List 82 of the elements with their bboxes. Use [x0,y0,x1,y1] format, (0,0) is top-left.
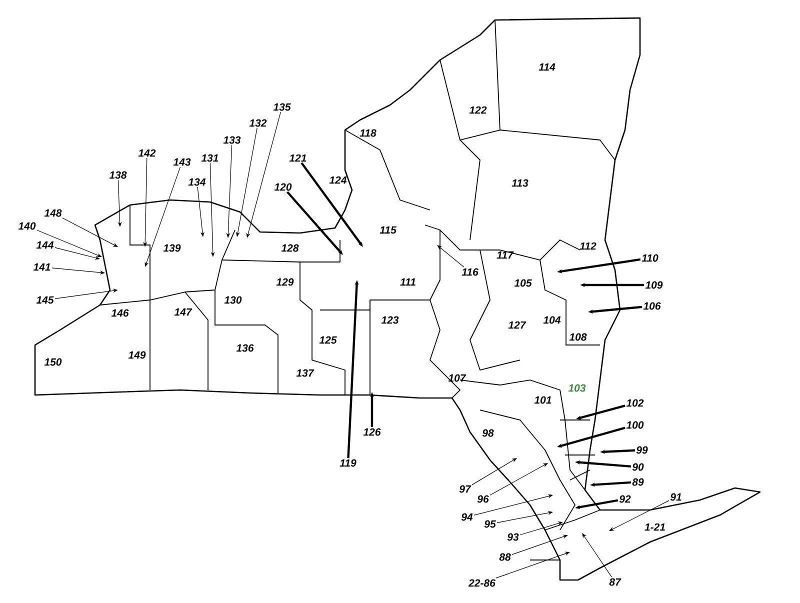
leader-line [54,247,100,260]
district-number: 107 [448,374,466,382]
district-number: 119 [340,459,356,467]
district-number: 22-86 [468,579,496,587]
district-number: 113 [512,179,528,187]
district-number: 95 [484,520,496,528]
district-number: 137 [296,369,314,377]
leader-line [582,533,612,578]
district-number: 120 [274,183,292,191]
district-number: 149 [128,351,146,359]
leader-line [246,112,281,238]
district-number: 93 [507,533,519,541]
district-number: 103 [568,384,586,392]
leader-line [474,494,553,516]
district-number: 112 [580,242,596,250]
district-number: 122 [469,106,487,114]
district-number: 127 [508,321,526,329]
leader-line [512,534,568,555]
district-number: 87 [609,578,622,586]
leader-line [490,463,548,496]
district-number: 109 [645,281,663,289]
district-number: 110 [642,254,658,262]
leader-line [286,191,343,255]
district-number: 114 [538,63,556,71]
district-number: 130 [224,296,242,304]
leader-line [609,500,670,531]
district-number: 143 [173,158,191,166]
district-number: 145 [36,296,54,304]
district-number: 148 [44,209,62,217]
district-number: 96 [477,495,489,503]
district-number: 97 [459,485,472,493]
leader-line [36,230,102,257]
district-number: 125 [319,336,337,344]
district-number: 102 [626,399,644,407]
district-number: 140 [18,222,36,230]
district-number: 144 [36,241,54,249]
district-number: 106 [643,302,661,310]
district-number: 90 [632,463,644,471]
leader-line [144,166,181,267]
district-number: 88 [499,553,511,561]
leader-line [496,552,570,578]
district-number: 99 [636,446,648,454]
district-number: 105 [514,279,532,287]
district-number: 91 [670,493,682,501]
leader-line [520,522,563,536]
district-number: 104 [543,316,561,324]
leader-line [472,458,517,486]
district-number: 100 [626,421,644,429]
district-number: 118 [360,129,376,137]
district-number: 124 [329,176,347,184]
district-number: 89 [632,478,644,486]
district-number: 1-21 [644,523,665,531]
district-number: 134 [188,178,206,186]
district-number: 94 [461,513,473,521]
district-number: 126 [363,428,381,436]
district-number: 92 [619,495,631,503]
district-number: 136 [236,344,254,352]
district-number: 141 [33,263,50,271]
district-number: 142 [138,149,156,157]
leader-line [496,510,553,523]
district-number: 135 [273,103,291,111]
district-number: 116 [462,268,478,276]
district-number: 132 [249,119,267,127]
district-number: 129 [276,278,294,286]
district-number: 101 [534,396,552,404]
district-number: 117 [496,251,514,259]
district-number: 128 [281,244,299,252]
district-number: 147 [174,308,192,316]
district-number: 121 [289,154,306,162]
district-number: 146 [111,309,129,317]
leader-line [62,218,118,247]
district-number: 150 [44,358,62,366]
district-number: 115 [380,226,396,234]
district-number: 111 [400,278,416,286]
leader-line [437,245,464,268]
district-number: 138 [109,171,127,179]
district-number: 133 [223,136,241,144]
district-number: 108 [569,333,587,341]
district-number: 139 [163,244,181,252]
district-number: 98 [482,429,494,437]
district-number: 131 [201,154,218,162]
district-number: 123 [381,316,399,324]
